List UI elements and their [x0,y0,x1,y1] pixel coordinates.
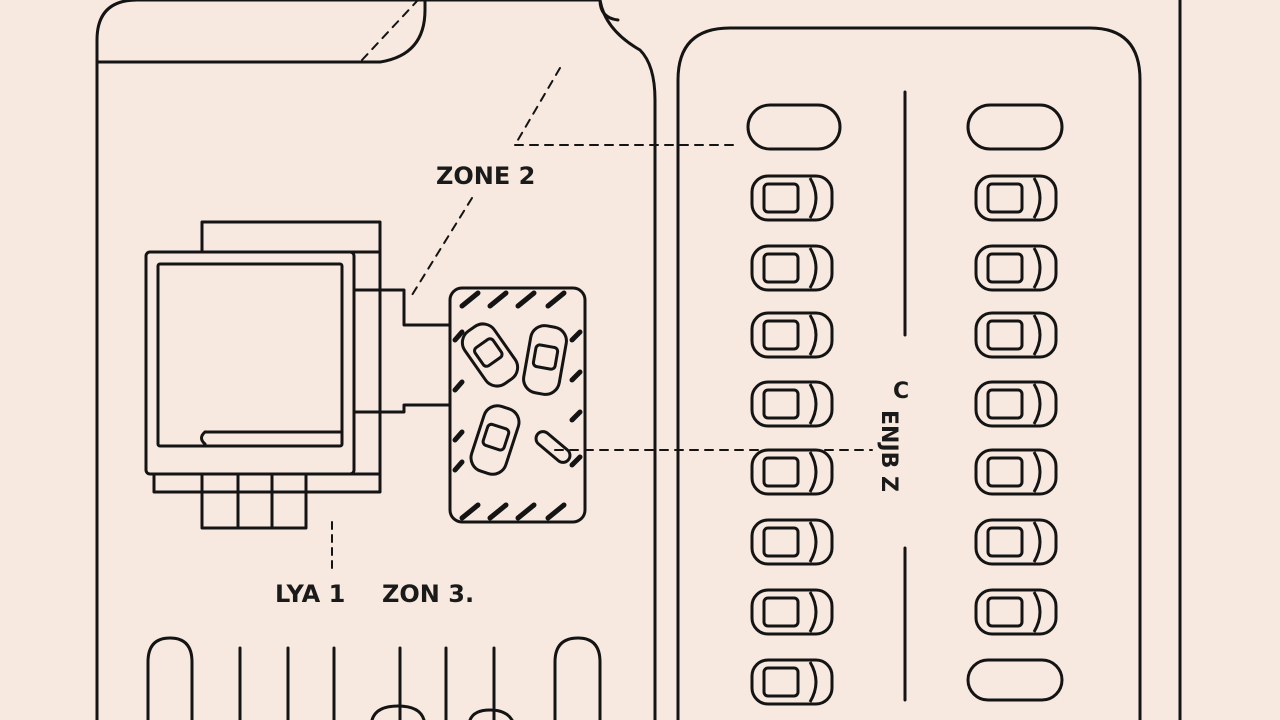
car-icon [974,174,1058,222]
car-icon [750,380,834,428]
bottom-stalls [146,636,602,720]
car-topview-icon [522,324,568,396]
bottom-label-mid: ZON 3. [382,580,474,608]
pill-top-left [746,103,842,151]
car-icon [750,244,834,292]
bottom-label-left: LYA 1 [275,580,345,608]
parked-cars-left-column [750,174,834,706]
car-icon [974,518,1058,566]
top-strip-dashed [361,0,419,61]
pill-top-right [966,103,1064,151]
car-icon [974,311,1058,359]
building-icon [144,220,452,530]
pill-bottom-right [966,658,1064,702]
vertical-label-rotated: ENJB Z [876,410,901,492]
zone-label-top: ZONE 2 [436,162,535,190]
callout-zone2-c [411,197,473,296]
callout-zone2-a [514,67,561,146]
car-icon [974,448,1058,496]
parked-cars-right-column [974,174,1058,636]
car-icon [974,244,1058,292]
car-icon [750,174,834,222]
car-icon [750,311,834,359]
car-icon [974,588,1058,636]
right-lot-outline [676,26,1142,720]
loading-zone [448,286,587,524]
car-icon [750,588,834,636]
car-topview-icon [460,322,520,388]
car-icon [750,448,834,496]
vertical-label-top: C [893,379,909,404]
top-strip [95,0,427,64]
outer-right-curve [598,0,1182,720]
car-icon [468,708,514,720]
car-icon [974,380,1058,428]
car-icon [750,518,834,566]
car-topview-icon [534,430,572,464]
car-icon [370,704,426,720]
car-topview-icon [469,404,521,476]
left-lot-outline [95,0,657,720]
car-icon [750,658,834,706]
